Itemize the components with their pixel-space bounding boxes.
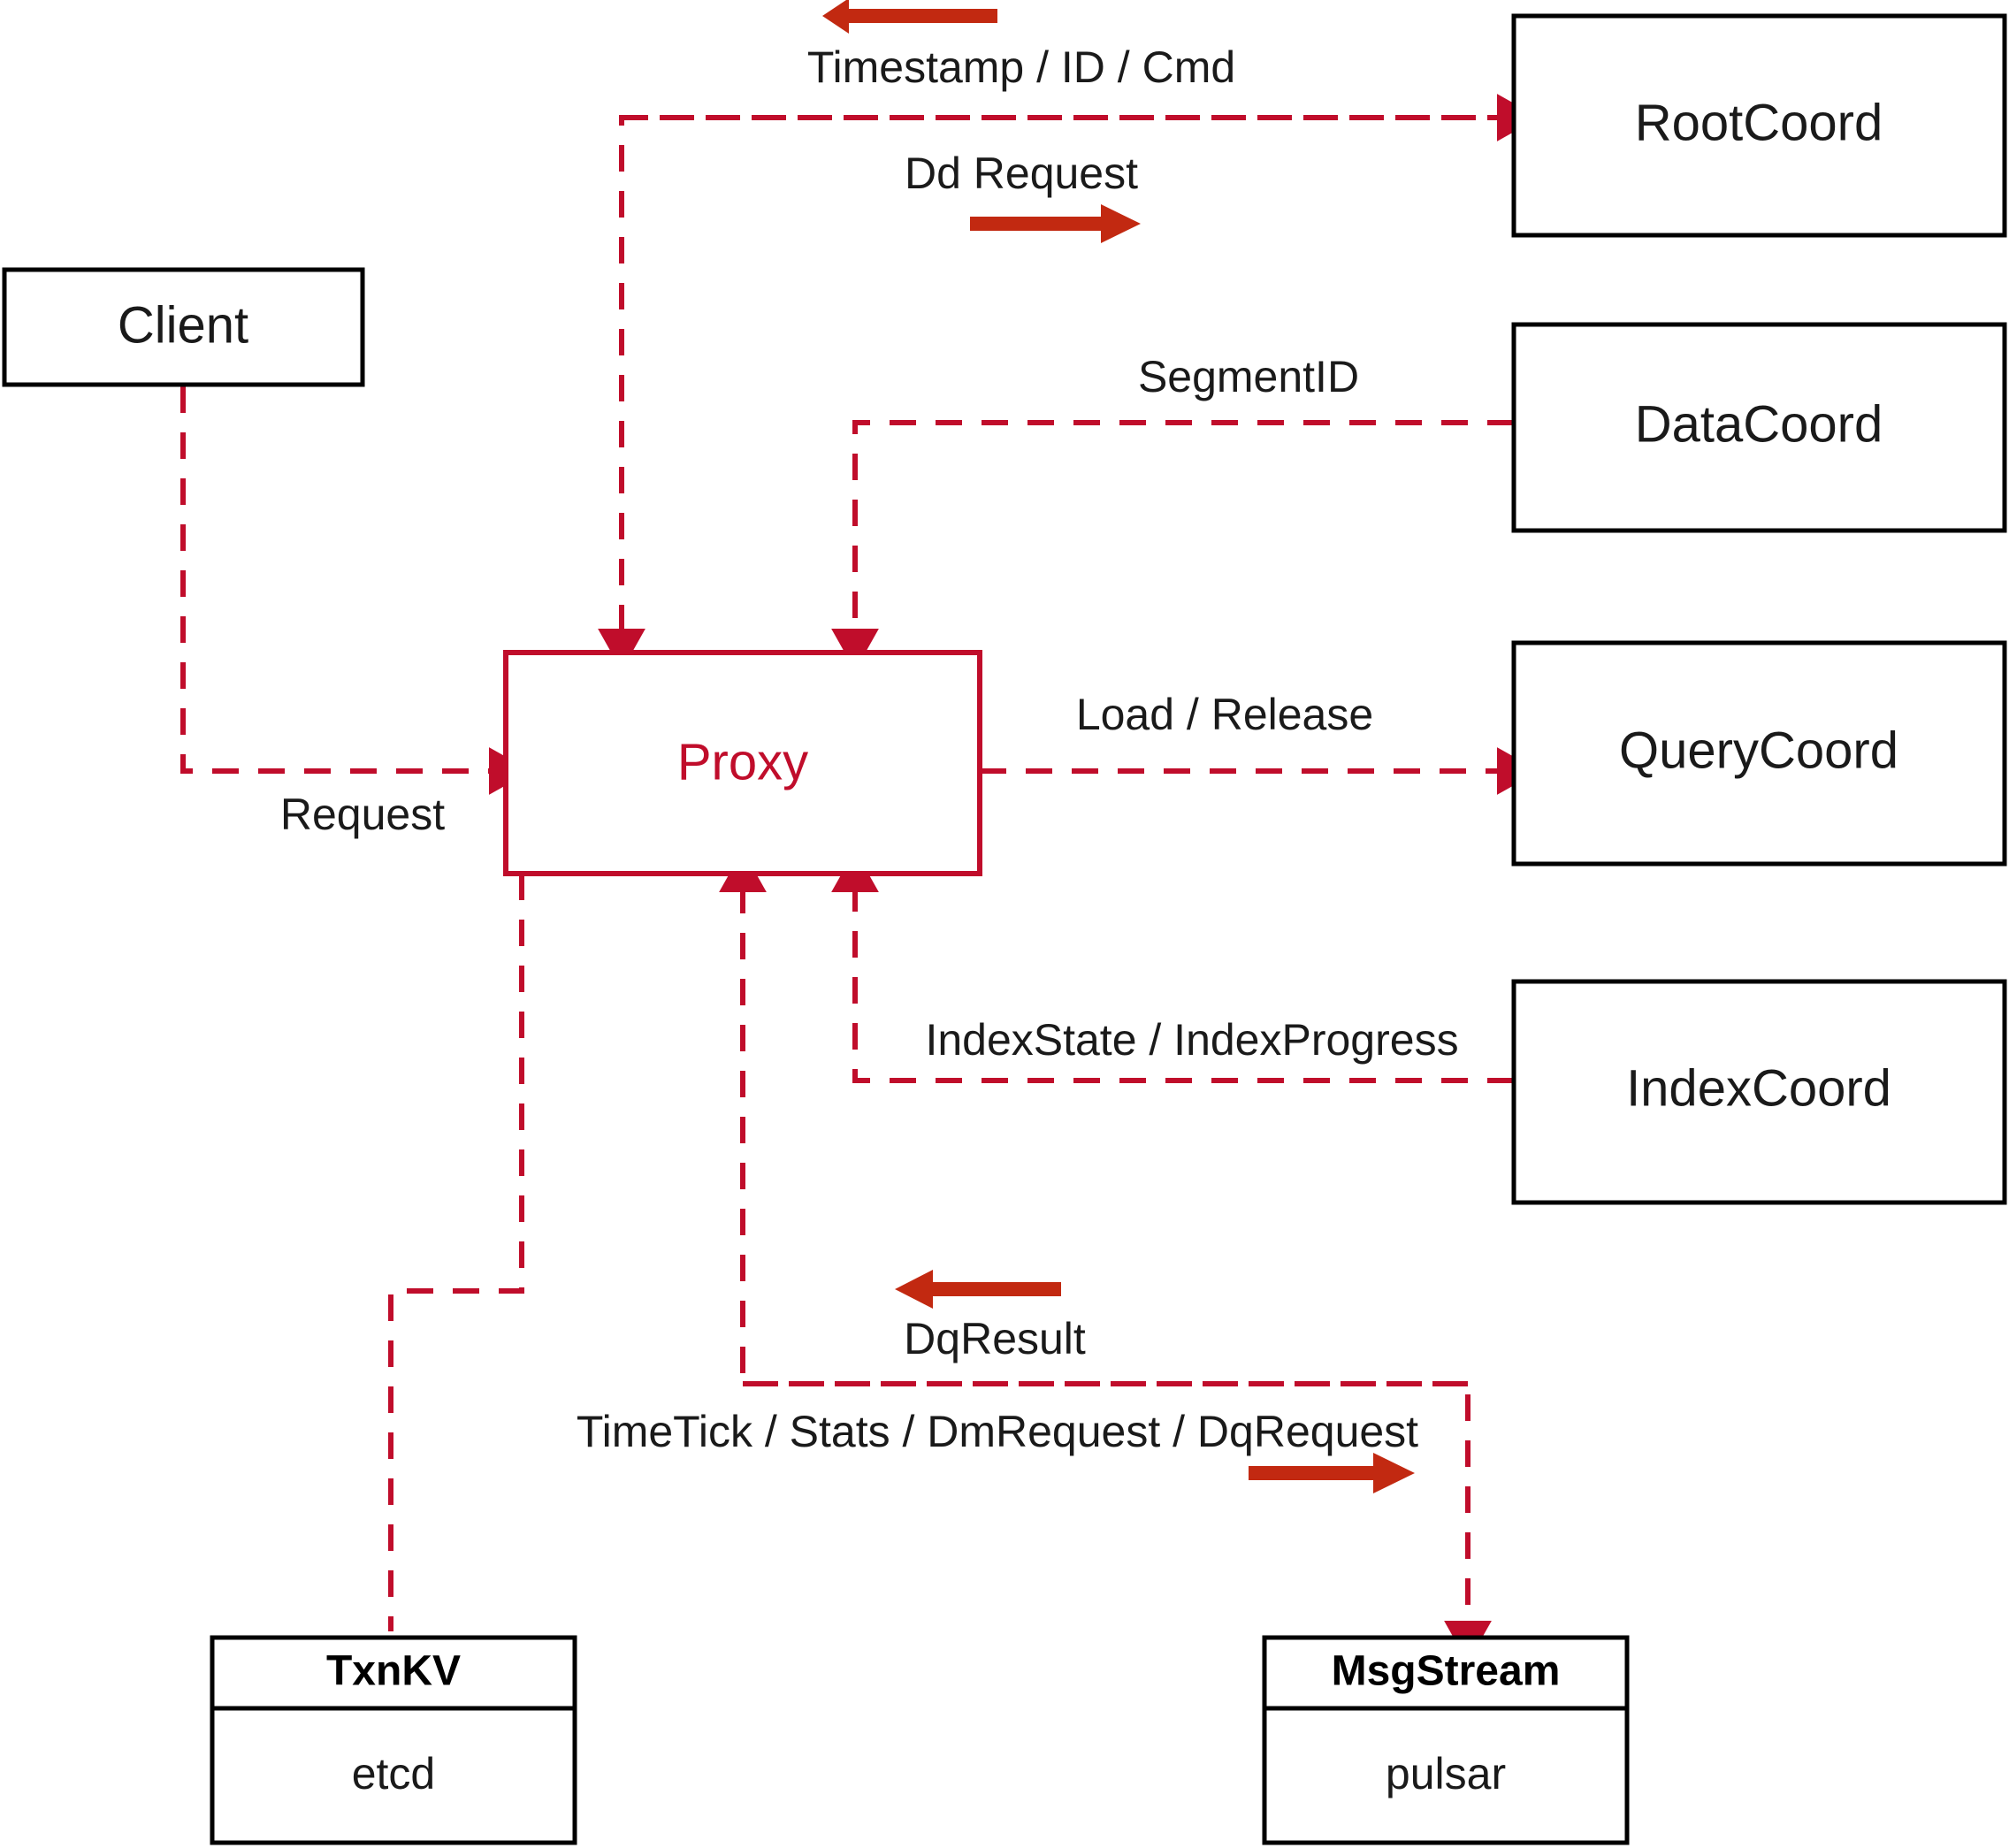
edge-proxy-to-txnkv (388, 874, 524, 1631)
edge-label-request: Request (280, 790, 445, 839)
edge-client-to-proxy (180, 386, 531, 795)
node-proxy[interactable]: Proxy (503, 650, 982, 876)
node-datacoord[interactable]: DataCoord (1511, 322, 2007, 533)
node-msgstream-title: MsgStream (1332, 1648, 1561, 1695)
direction-arrow-timestamp (822, 0, 997, 34)
edge-proxy-to-msgstream (743, 1381, 1492, 1663)
direction-arrow-dq-result (895, 1270, 1061, 1309)
node-rootcoord[interactable]: RootCoord (1511, 13, 2007, 238)
node-rootcoord-label: RootCoord (1635, 94, 1883, 151)
node-msgstream-impl: pulsar (1386, 1749, 1506, 1798)
node-msgstream[interactable]: MsgStream pulsar (1262, 1635, 1630, 1845)
edge-label-timetick-stats: TimeTick / Stats / DmRequest / DqRequest (577, 1407, 1418, 1456)
node-proxy-label: Proxy (677, 733, 808, 790)
node-txnkv[interactable]: TxnKV etcd (210, 1635, 577, 1845)
node-client[interactable]: Client (2, 267, 365, 387)
node-indexcoord[interactable]: IndexCoord (1511, 979, 2007, 1205)
edge-label-dq-result: DqResult (904, 1314, 1086, 1363)
edge-label-index-state-progress: IndexState / IndexProgress (925, 1015, 1458, 1065)
node-txnkv-impl: etcd (352, 1749, 436, 1798)
edge-label-segment-id: SegmentID (1138, 352, 1359, 401)
edge-datacoord-to-proxy (831, 420, 1514, 671)
node-client-label: Client (118, 296, 248, 354)
edge-label-dd-request: Dd Request (905, 149, 1138, 198)
node-querycoord[interactable]: QueryCoord (1511, 640, 2007, 867)
direction-arrow-dd-request (970, 204, 1141, 243)
edge-indexcoord-to-proxy (831, 850, 1514, 1083)
node-datacoord-label: DataCoord (1635, 395, 1883, 453)
node-indexcoord-label: IndexCoord (1626, 1059, 1891, 1117)
node-txnkv-title: TxnKV (326, 1648, 461, 1695)
edge-label-load-release: Load / Release (1076, 690, 1373, 739)
edge-label-timestamp-id-cmd: Timestamp / ID / Cmd (807, 42, 1235, 92)
direction-arrow-timetick (1249, 1453, 1415, 1493)
node-querycoord-label: QueryCoord (1619, 722, 1898, 779)
